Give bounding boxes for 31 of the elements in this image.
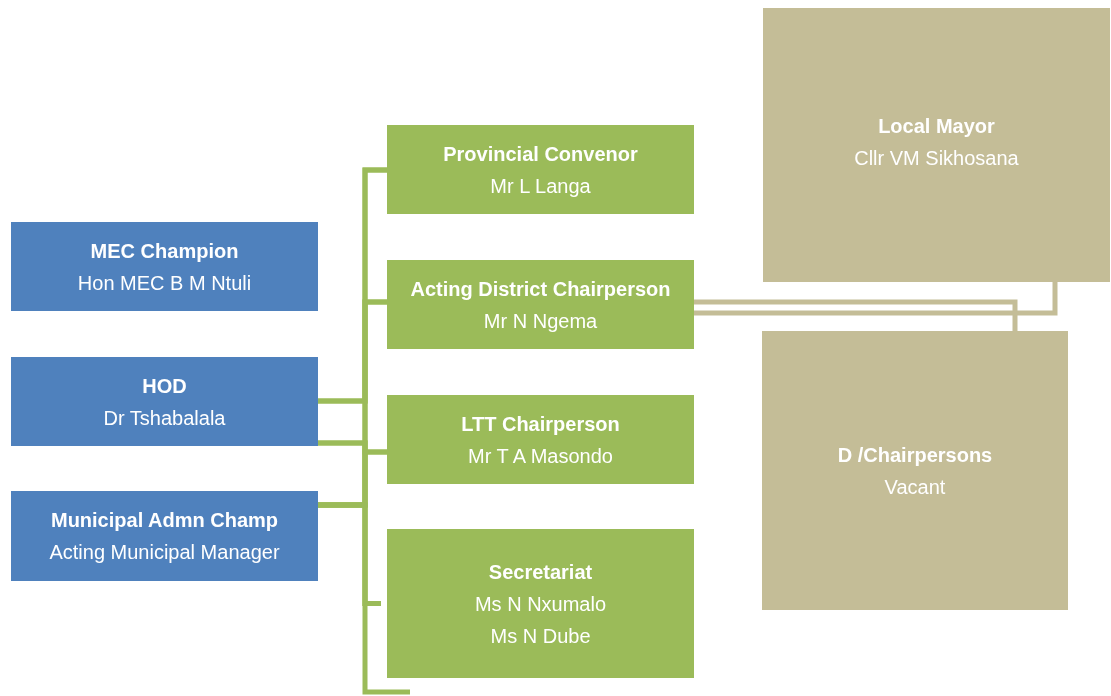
person-name: Mr L Langa — [490, 173, 591, 198]
role-title: Secretariat — [488, 559, 593, 584]
person-name: Hon MEC B M Ntuli — [77, 270, 252, 295]
role-title: LTT Chairperson — [461, 411, 620, 436]
org-box — [11, 491, 318, 581]
person-name: Dr Tshabalala — [103, 405, 226, 430]
org-box — [763, 8, 1110, 282]
person-name: Ms N Dube — [490, 623, 591, 648]
connector-line — [694, 299, 1018, 331]
person-name: Mr T A Masondo — [468, 443, 613, 468]
org-box — [762, 331, 1068, 610]
role-title: HOD — [142, 373, 187, 398]
role-title: Provincial Convenor — [443, 141, 638, 166]
org-box — [387, 260, 694, 349]
role-title: MEC Champion — [90, 238, 239, 263]
org-box — [11, 357, 318, 446]
connector-line — [694, 282, 1058, 316]
connector-line — [318, 502, 410, 695]
person-name: Cllr VM Sikhosana — [854, 146, 1019, 170]
org-box — [11, 222, 318, 311]
person-name: Mr N Ngema — [483, 308, 598, 333]
role-title: Acting District Chairperson — [410, 276, 671, 301]
org-box — [387, 125, 694, 214]
person-name: Acting Municipal Manager — [49, 540, 280, 564]
role-title: Local Mayor — [878, 114, 995, 138]
person-name: Vacant — [884, 474, 946, 499]
role-title: Municipal Admn Champ — [50, 508, 278, 532]
role-title: D /Chairpersons — [837, 442, 993, 467]
org-box — [387, 529, 694, 678]
org-box — [387, 395, 694, 484]
person-name: Ms N Nxumalo — [474, 591, 607, 616]
